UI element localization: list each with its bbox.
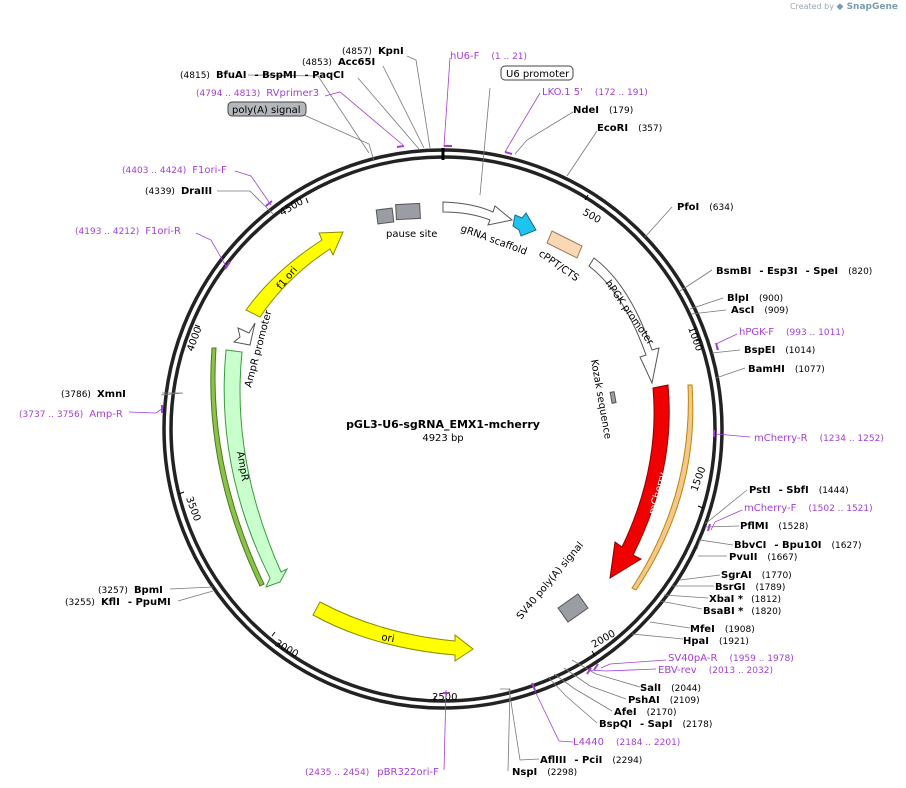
tick-marks bbox=[178, 194, 704, 702]
site-label-kpni: (4857)KpnI bbox=[342, 46, 404, 57]
feature-f1-ori bbox=[245, 231, 344, 318]
site-label-bspqi: BspQI- SapI(2178) bbox=[599, 719, 712, 730]
primer-label-f1ori-r: (4193 .. 4212)F1ori-R bbox=[75, 226, 181, 237]
site-label-acc65i: (4853)Acc65I bbox=[302, 57, 375, 68]
label-ampr-promoter: AmpR promoter bbox=[243, 308, 274, 388]
primer-label-hpgk-f: hPGK-F(993 .. 1011) bbox=[739, 327, 845, 338]
tick-label: 1500 bbox=[689, 465, 708, 493]
feature-ampr bbox=[223, 349, 289, 588]
feature-grna-scaffold bbox=[442, 201, 514, 226]
plasmid-length: 4923 bp bbox=[422, 433, 463, 444]
site-leader-lines bbox=[160, 55, 748, 772]
primer-label-mcherry-f: mCherry-F(1502 .. 1521) bbox=[744, 503, 873, 514]
feature-pause-site-a bbox=[375, 207, 395, 225]
site-label-sali: SalI(2044) bbox=[640, 683, 701, 694]
site-label-asci: AscI(909) bbox=[731, 305, 789, 316]
label-ampr: AmpR bbox=[234, 451, 250, 482]
snapgene-logo: ◆ SnapGene bbox=[836, 2, 898, 12]
site-label-xbai: XbaI *(1812) bbox=[709, 594, 781, 605]
plasmid-name: pGL3-U6-sgRNA_EMX1-mcherry bbox=[346, 418, 540, 431]
primer-label-mcherry-r: mCherry-R(1234 .. 1252) bbox=[754, 433, 884, 444]
feature-hpgk-promoter bbox=[588, 257, 660, 385]
tick-label: 2500 bbox=[432, 692, 457, 703]
boxed-label-u6-promoter: U6 promoter bbox=[500, 65, 574, 81]
site-label-afliii: AflIII- PciI(2294) bbox=[540, 755, 642, 766]
boxed-label-text: poly(A) signal bbox=[232, 105, 301, 116]
primer-arc-ampr bbox=[210, 347, 265, 587]
site-label-ecori: EcoRI(357) bbox=[597, 123, 662, 134]
primer-label-amp-r: (3737 .. 3756)Amp-R bbox=[19, 409, 123, 420]
primer-labels: hU6-F(1 .. 21) LKO.1 5'(172 .. 191) (479… bbox=[19, 51, 884, 778]
site-label-blpi: BlpI(900) bbox=[727, 293, 783, 304]
site-label-psti: PstI- SbfI(1444) bbox=[749, 485, 849, 496]
features bbox=[210, 201, 694, 662]
primer-label-lko1: LKO.1 5'(172 .. 191) bbox=[542, 87, 648, 98]
primer-label-hu6-f: hU6-F(1 .. 21) bbox=[450, 51, 527, 62]
site-label-nspi: NspI(2298) bbox=[512, 767, 577, 778]
feature-sv40-polya bbox=[557, 593, 589, 623]
primer-label-f1ori-f: (4403 .. 4424)F1ori-F bbox=[122, 165, 227, 176]
site-label-ndei: NdeI(179) bbox=[573, 105, 633, 116]
watermark-brand: SnapGene bbox=[846, 2, 898, 12]
site-label-bamhi: BamHI(1077) bbox=[748, 364, 825, 375]
site-label-xmni: (3786)XmnI bbox=[61, 389, 126, 400]
feature-mcherry bbox=[609, 384, 670, 579]
primer-label-l4440: L4440(2184 .. 2201) bbox=[573, 737, 680, 748]
primer-label-rvprimer3: (4794 .. 4813)RVprimer3 bbox=[196, 88, 319, 99]
feature-spacer-cyan bbox=[512, 212, 537, 237]
site-label-pshai: PshAI(2109) bbox=[628, 695, 700, 706]
site-label-bspei: BspEI(1014) bbox=[744, 345, 815, 356]
site-label-bpmi: (3257)BpmI bbox=[98, 585, 163, 596]
site-label-mfei: MfeI(1908) bbox=[690, 624, 755, 635]
site-label-bsabi: BsaBI *(1820) bbox=[703, 606, 781, 617]
feature-pause-site-b bbox=[395, 202, 421, 221]
site-label-pfoi: PfoI(634) bbox=[677, 202, 733, 213]
feature-cppt-cts bbox=[546, 230, 583, 259]
tick-label: 1000 bbox=[685, 325, 704, 353]
tick-label: 3000 bbox=[273, 638, 301, 660]
label-ori: ori bbox=[380, 632, 395, 645]
feature-ori bbox=[312, 601, 474, 662]
site-label-bsrgi: BsrGI(1789) bbox=[715, 582, 785, 593]
site-labels-left: (4857)KpnI (4853)Acc65I (4815)BfuAI- Bsp… bbox=[61, 46, 404, 608]
watermark-prefix: Created by bbox=[789, 2, 834, 11]
label-hpgk-promoter: hPGK promoter bbox=[603, 278, 656, 348]
primer-arc-mcherry bbox=[631, 384, 694, 591]
site-label-afei: AfeI(2170) bbox=[614, 707, 677, 718]
boxed-label-polya-signal: poly(A) signal bbox=[227, 101, 307, 117]
primer-label-sv40pa-r: SV40pA-R(1959 .. 1978) bbox=[668, 653, 794, 664]
feature-kozak-sequence bbox=[609, 391, 617, 404]
site-label-bsmbi: BsmBI- Esp3I- SpeI(820) bbox=[716, 266, 872, 277]
site-label-bbvci: BbvCI- Bpu10I(1627) bbox=[734, 540, 861, 551]
site-label-sgrai: SgrAI(1770) bbox=[721, 570, 792, 581]
boxed-label-text: U6 promoter bbox=[506, 69, 570, 80]
primer-label-pbr322ori-f: (2435 .. 2454)pBR322ori-F bbox=[305, 767, 439, 778]
site-labels-right: EcoRI(357) PfoI(634) BsmBI- Esp3I- SpeI(… bbox=[512, 105, 872, 778]
site-label-pvuii: PvuII(1667) bbox=[729, 552, 797, 563]
site-label-pflmi: PflMI(1528) bbox=[740, 521, 808, 532]
site-label-kfli: (3255)KflI- PpuMI bbox=[65, 597, 171, 608]
site-label-hpai: HpaI(1921) bbox=[683, 636, 749, 647]
tick-label: 500 bbox=[581, 207, 603, 226]
primer-label-ebv-rev: EBV-rev(2013 .. 2032) bbox=[658, 665, 773, 676]
primer-marks bbox=[161, 145, 719, 694]
feature-ampr-promoter bbox=[232, 322, 256, 346]
site-label-bfuai: (4815)BfuAI- BspMI- PaqCI bbox=[180, 70, 344, 81]
label-kozak-sequence: Kozak sequence bbox=[588, 359, 613, 440]
snapgene-watermark: Created by ◆ SnapGene bbox=[790, 2, 898, 12]
label-pause-site: pause site bbox=[386, 229, 437, 240]
site-label-draiii: (4339)DraIII bbox=[145, 186, 212, 197]
